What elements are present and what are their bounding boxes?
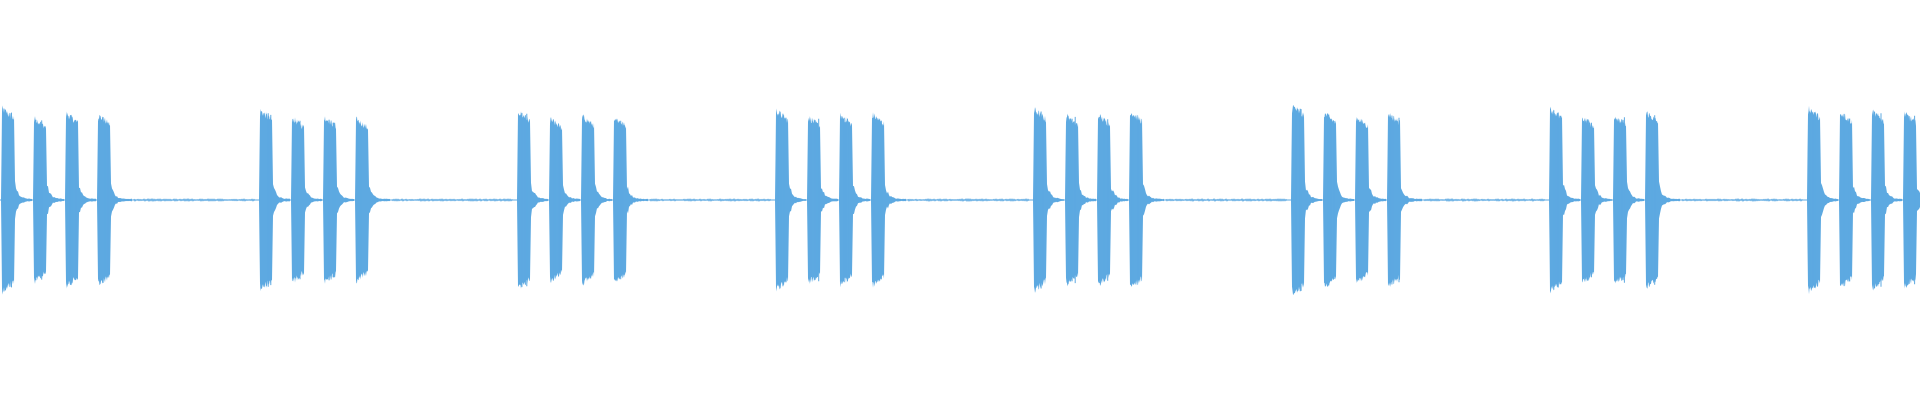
hit-burst [1097,114,1128,286]
hit-burst [65,111,96,289]
baseline-ripple [133,197,256,203]
hit-burst [839,112,870,288]
waveform-hits [1,105,1920,295]
hit-burst [517,111,548,289]
hit-burst [1807,105,1838,295]
hit-burst [1581,117,1612,283]
hit-group [1807,105,1920,295]
hit-burst [1291,105,1322,295]
hit-burst [1613,116,1644,284]
hit-burst [291,117,322,283]
hit-burst [33,116,64,284]
hit-burst [259,108,290,292]
baseline-ripple [907,197,1030,203]
hit-group [775,108,1030,292]
hit-burst [323,116,354,284]
hit-burst [355,116,390,284]
hit-burst [1839,113,1870,287]
hit-burst [1387,112,1422,288]
hit-group [517,111,772,289]
hit-burst [549,117,580,283]
baseline-ripple [391,198,514,203]
baseline-ripple [1165,197,1288,202]
hit-group [259,108,514,292]
hit-burst [613,118,648,282]
hit-group [1033,107,1288,293]
hit-burst [1,105,32,295]
hit-burst [871,112,906,288]
hit-burst [775,108,806,292]
hit-burst [807,116,838,284]
baseline-ripple [649,197,772,202]
hit-burst [97,114,132,286]
hit-group [1549,106,1804,294]
baseline-ripple [1423,197,1546,203]
hit-burst [1065,113,1096,287]
hit-group [1291,105,1546,295]
hit-burst [1645,111,1680,289]
hit-burst [1871,109,1902,291]
hit-burst [1355,116,1386,284]
hit-burst [1033,107,1064,293]
baseline-ripple [1681,197,1804,203]
hit-burst [1323,113,1354,287]
hit-group [1,105,256,295]
hit-burst [1129,113,1164,287]
